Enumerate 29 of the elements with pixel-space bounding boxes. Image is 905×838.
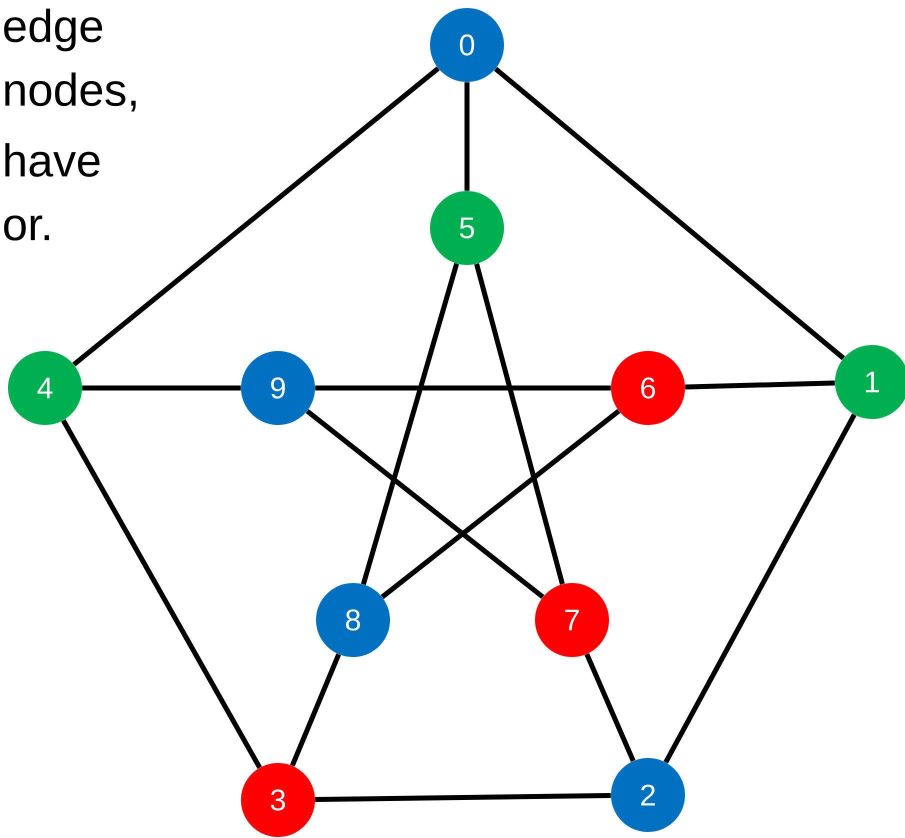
text-fragment: have bbox=[5, 143, 100, 177]
edge-line bbox=[82, 386, 241, 390]
graph-node: 6 bbox=[611, 351, 685, 425]
edge-line bbox=[290, 653, 341, 767]
edge-line bbox=[685, 380, 835, 390]
graph-node: 9 bbox=[241, 351, 315, 425]
graph-node: 1 bbox=[835, 345, 905, 419]
text-fragment: edge bbox=[4, 8, 102, 52]
edge-line bbox=[494, 66, 846, 360]
graph-node: 7 bbox=[535, 583, 609, 657]
graph-node: 3 bbox=[241, 763, 315, 837]
text-fragment: nodes, bbox=[5, 72, 136, 112]
edge-line bbox=[380, 409, 620, 599]
edge-line bbox=[306, 409, 544, 599]
graph-node: 2 bbox=[611, 758, 685, 832]
edge-line bbox=[61, 419, 262, 769]
edge-line bbox=[474, 263, 565, 585]
edge-line bbox=[584, 653, 636, 762]
edge-line bbox=[464, 82, 470, 191]
edge-line bbox=[315, 793, 611, 802]
edge-line bbox=[72, 66, 440, 366]
graph-node: 4 bbox=[8, 351, 82, 425]
graph-node: 8 bbox=[316, 583, 390, 657]
edge-line bbox=[315, 386, 611, 390]
edge-line bbox=[360, 263, 460, 585]
graph-node: 5 bbox=[430, 191, 504, 265]
text-fragment: or. bbox=[4, 215, 49, 241]
edge-line bbox=[664, 414, 856, 764]
graph-node: 0 bbox=[430, 8, 504, 82]
